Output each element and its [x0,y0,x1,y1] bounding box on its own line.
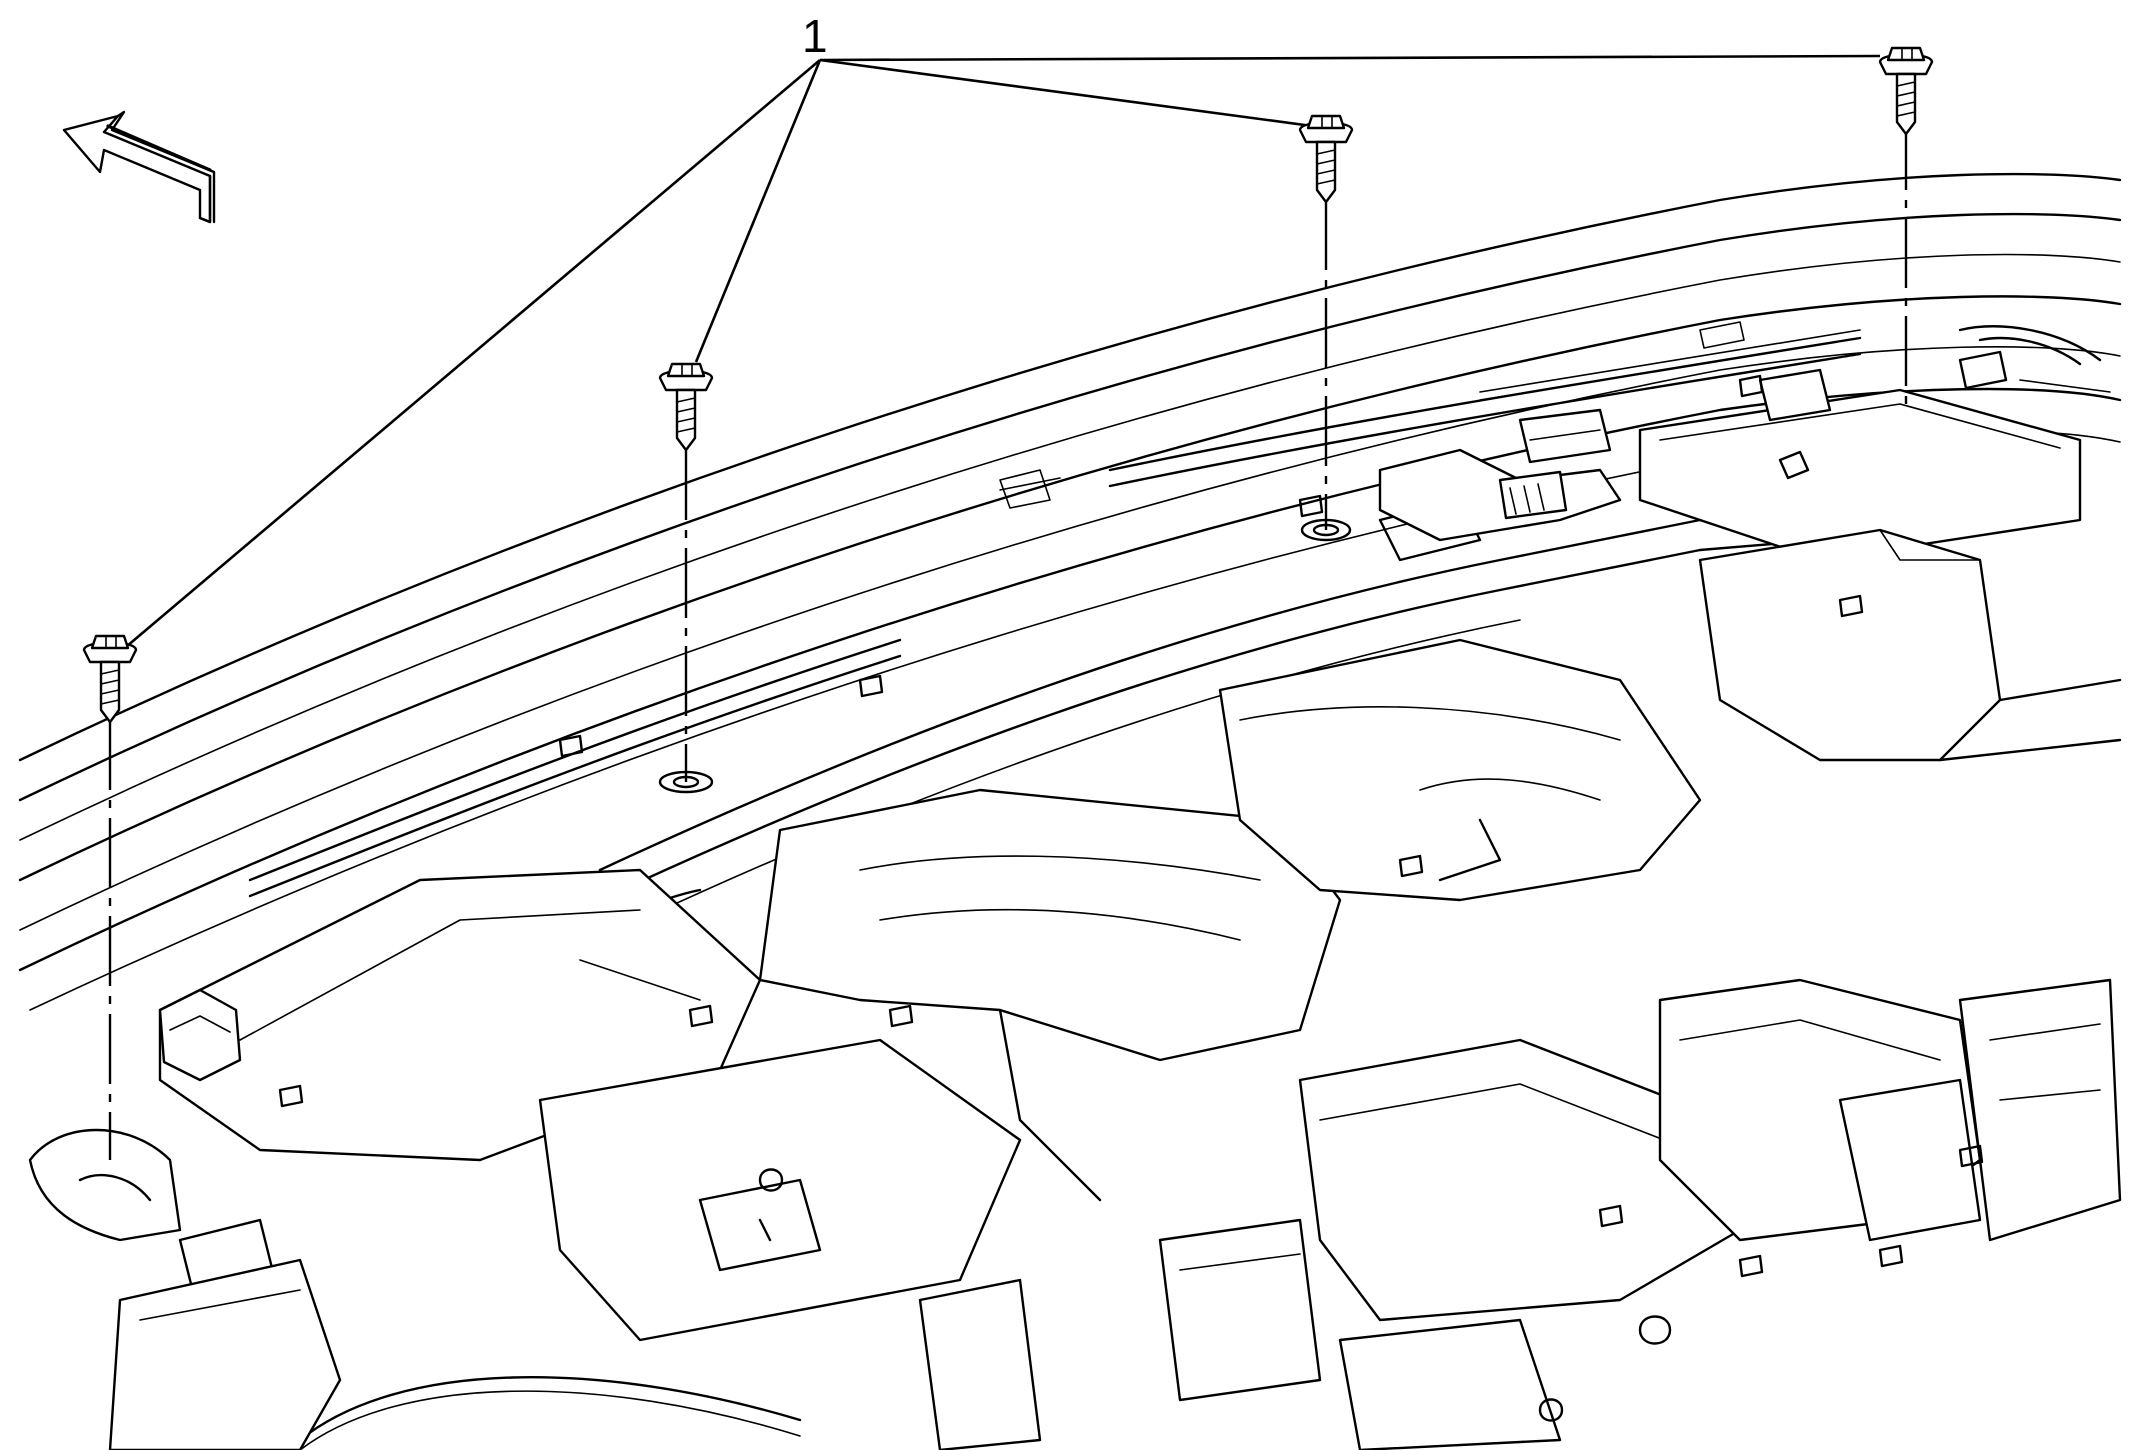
bolt-center-right-icon [1298,114,1354,204]
dash-upper-rail [438,325,2111,1012]
bolt-right-icon [1878,46,1934,136]
dash-carrier [28,374,2122,1450]
callout-label: 1 [802,10,828,62]
bolt-center-left-icon [658,362,714,452]
arrow-front-icon [62,110,216,224]
windshield-cowl [18,172,2122,1011]
bolt-left-icon [82,634,138,724]
install-axes [108,120,1908,1160]
callout-leaders [119,54,1881,653]
